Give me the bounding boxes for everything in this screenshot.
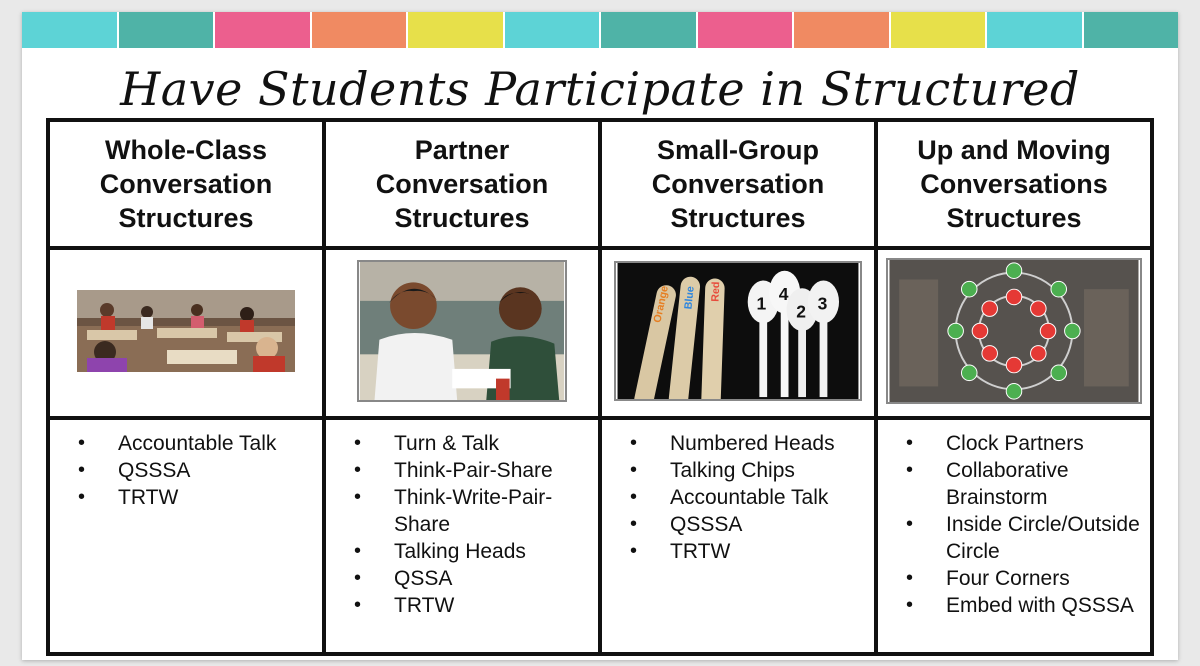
list-item: Think-Write-Pair-Share: [354, 484, 590, 538]
image-cell: [874, 246, 1154, 420]
sticks-and-spoons-photo: Orange Blue Red 1 4 2 3: [614, 260, 862, 401]
structure-list: Numbered Heads Talking Chips Accountable…: [630, 430, 866, 565]
heading-line: Structures: [946, 203, 1082, 233]
stripe-block: [311, 12, 406, 48]
classroom-photo: [77, 289, 295, 372]
stripe-block: [22, 12, 117, 48]
students-writing-photo: [357, 259, 567, 402]
image-cell: [46, 246, 326, 420]
heading-line: Whole-Class: [104, 135, 268, 165]
heading-line: Conversations: [920, 169, 1108, 199]
column-heading: Small-Group Conversation Structures: [598, 118, 878, 250]
list-item: Accountable Talk: [630, 484, 866, 511]
column-heading: Up and Moving Conversations Structures: [874, 118, 1154, 250]
list-cell: Numbered Heads Talking Chips Accountable…: [598, 416, 878, 656]
image-cell: [322, 246, 602, 420]
list-item: Accountable Talk: [78, 430, 314, 457]
stripe-block: [697, 12, 792, 48]
heading-line: Conversation: [375, 169, 549, 199]
heading-line: Structures: [394, 203, 530, 233]
spoon-number: 1: [756, 293, 766, 313]
stripe-block: [601, 12, 696, 48]
list-item: Four Corners: [906, 565, 1142, 592]
heading-line: Up and Moving: [917, 135, 1111, 165]
stripe-block: [794, 12, 889, 48]
list-item: Numbered Heads: [630, 430, 866, 457]
list-item: Think-Pair-Share: [354, 457, 590, 484]
stripe-block: [408, 12, 503, 48]
column-heading: Whole-Class Conversation Structures: [46, 118, 326, 250]
heading-line: Partner: [414, 135, 510, 165]
list-cell: Accountable Talk QSSSA TRTW: [46, 416, 326, 656]
list-item: Embed with QSSSA: [906, 592, 1142, 619]
list-item: TRTW: [354, 592, 590, 619]
list-item: TRTW: [630, 538, 866, 565]
structures-table: Whole-Class Conversation Structures Part…: [46, 118, 1154, 656]
heading-line: Conversation: [651, 169, 825, 199]
list-item: QSSA: [354, 565, 590, 592]
heading-line: Structures: [118, 203, 254, 233]
list-item: Turn & Talk: [354, 430, 590, 457]
list-row: Accountable Talk QSSSA TRTW Turn & Talk …: [46, 416, 1154, 656]
column-heading: Partner Conversation Structures: [322, 118, 602, 250]
stick-label: Blue: [682, 285, 696, 309]
slide-title: Have Students Participate in Structured …: [120, 62, 1080, 186]
stripe-block: [890, 12, 985, 48]
stripe-block: [215, 12, 310, 48]
stick-label: Red: [710, 281, 723, 302]
heading-line: Conversation: [99, 169, 273, 199]
inside-outside-circle-diagram: [886, 257, 1142, 404]
list-item: QSSSA: [78, 457, 314, 484]
spoon-number: 4: [779, 283, 789, 303]
stripe-block: [987, 12, 1082, 48]
heading-line: Structures: [670, 203, 806, 233]
heading-row: Whole-Class Conversation Structures Part…: [46, 118, 1154, 250]
heading-line: Small-Group: [656, 135, 819, 165]
list-item: QSSSA: [630, 511, 866, 538]
slide: Have Students Participate in Structured …: [22, 12, 1178, 660]
list-item: Talking Chips: [630, 457, 866, 484]
list-item: Talking Heads: [354, 538, 590, 565]
structure-list: Turn & Talk Think-Pair-Share Think-Write…: [354, 430, 590, 619]
stripe-block: [118, 12, 213, 48]
image-cell: Orange Blue Red 1 4 2 3: [598, 246, 878, 420]
list-cell: Turn & Talk Think-Pair-Share Think-Write…: [322, 416, 602, 656]
list-item: Collaborative Brainstorm: [906, 457, 1142, 511]
structure-list: Clock Partners Collaborative Brainstorm …: [906, 430, 1142, 619]
list-item: Inside Circle/Outside Circle: [906, 511, 1142, 565]
list-item: TRTW: [78, 484, 314, 511]
color-stripe: [22, 12, 1178, 48]
stripe-block: [504, 12, 599, 48]
spoon-number: 3: [818, 293, 828, 313]
structure-list: Accountable Talk QSSSA TRTW: [78, 430, 314, 511]
list-item: Clock Partners: [906, 430, 1142, 457]
image-row: Orange Blue Red 1 4 2 3: [46, 246, 1154, 420]
stripe-block: [1083, 12, 1178, 48]
list-cell: Clock Partners Collaborative Brainstorm …: [874, 416, 1154, 656]
spoon-number: 2: [796, 301, 806, 321]
